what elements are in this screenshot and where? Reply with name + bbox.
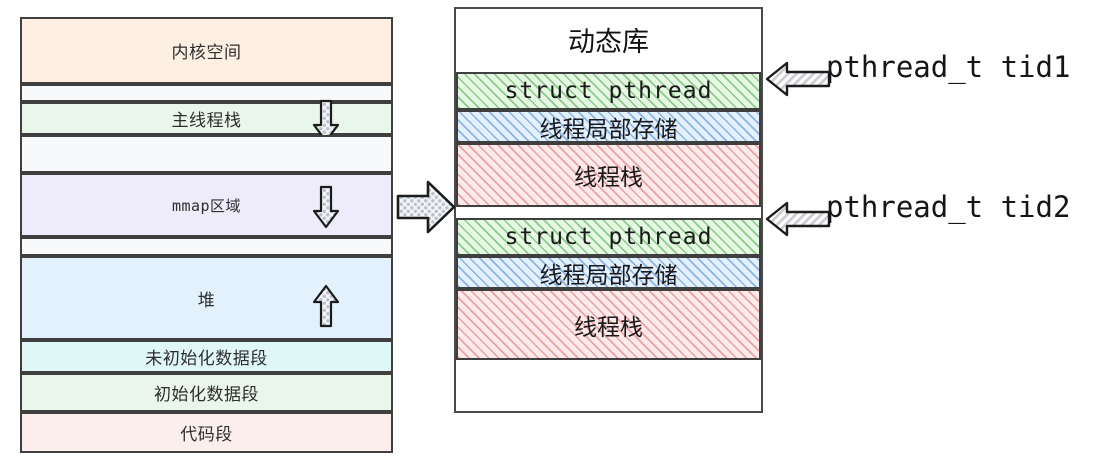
memory-row-label: 初始化数据段	[154, 385, 259, 404]
memory-row-gap-1	[20, 84, 393, 102]
thread-block-label: 线程栈	[574, 165, 643, 190]
thread-block-struct-pthread-2: struct pthread	[456, 218, 761, 256]
memory-row-data-segment: 初始化数据段	[20, 373, 393, 412]
memory-row-label: 主线程栈	[171, 111, 242, 130]
thread-block-label: struct pthread	[504, 78, 713, 104]
memory-row-gap-2	[20, 135, 393, 173]
mapping-arrow-right-icon	[396, 180, 456, 234]
thread-block-tls-2: 线程局部存储	[456, 256, 761, 289]
memory-row-label: 内核空间	[171, 43, 242, 62]
growth-arrow-down-icon	[312, 99, 340, 142]
memory-row-label: 堆	[197, 290, 216, 310]
callout-label-tid1: pthread_t tid1	[826, 50, 1071, 84]
thread-block-label: 线程栈	[574, 314, 643, 340]
thread-block-tls-1: 线程局部存储	[456, 110, 761, 143]
thread-block-thread-stack-2: 线程栈	[456, 289, 761, 360]
memory-row-text-segment: 代码段	[20, 412, 393, 453]
memory-row-label: mmap区域	[171, 196, 242, 215]
callout-arrow-left-tid1-icon	[765, 61, 831, 97]
memory-row-label: 代码段	[180, 425, 233, 444]
thread-block-thread-stack-1: 线程栈	[456, 143, 761, 207]
thread-block-label: 线程局部存储	[539, 262, 678, 288]
thread-block-struct-pthread-1: struct pthread	[456, 72, 761, 110]
memory-row-bss-segment: 未初始化数据段	[20, 340, 393, 373]
thread-block-label: 线程局部存储	[539, 116, 678, 142]
thread-block-label: struct pthread	[504, 224, 713, 250]
growth-arrow-down-icon	[312, 185, 340, 229]
memory-row-kernel-space: 内核空间	[20, 17, 393, 84]
memory-row-label: 未初始化数据段	[145, 349, 268, 368]
memory-row-gap-3	[20, 237, 393, 256]
callout-arrow-left-tid2-icon	[765, 201, 831, 237]
dynamic-library-title: 动态库	[568, 27, 649, 57]
growth-arrow-up-icon	[312, 284, 340, 328]
callout-label-tid2: pthread_t tid2	[826, 190, 1071, 224]
